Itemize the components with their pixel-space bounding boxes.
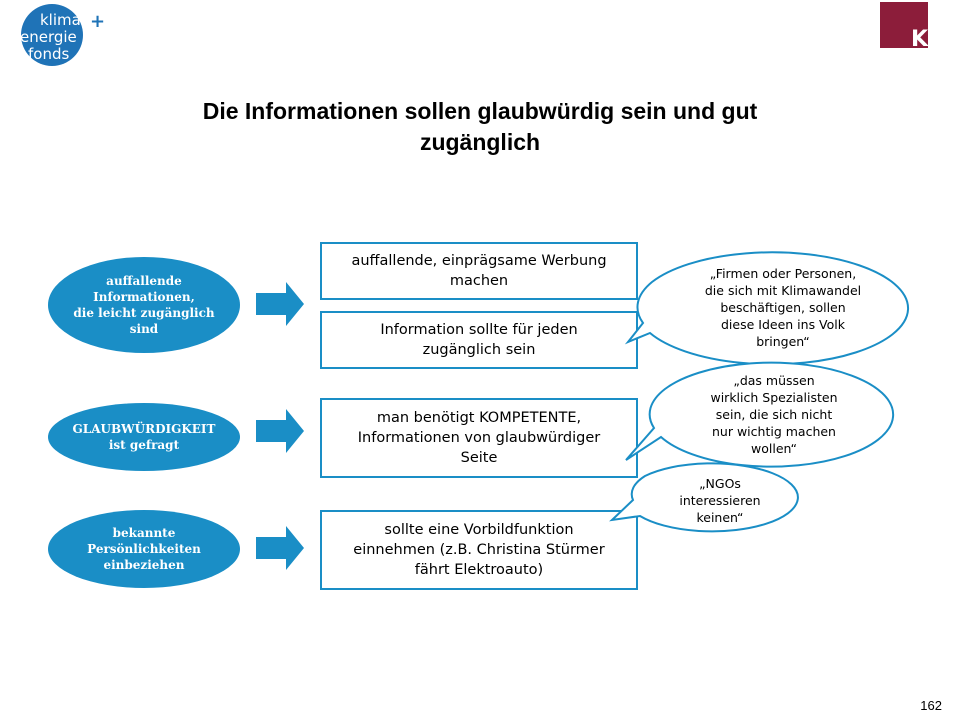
quote-specialists: „das müssen wirklich Spezialisten sein, … bbox=[710, 373, 838, 456]
logo-line-energie: energie bbox=[20, 28, 77, 46]
page-number: 162 bbox=[920, 698, 942, 713]
page-title: Die Informationen sollen glaubwürdig sei… bbox=[110, 96, 850, 158]
arrow-right-icon bbox=[256, 282, 304, 326]
statement-box-advertising: auffallende, einprägsame Werbung machen bbox=[320, 242, 638, 300]
arrow-right-icon bbox=[256, 526, 304, 570]
klima-energie-fonds-logo: klima energie fonds + bbox=[20, 4, 105, 66]
statement-box-competence: man benötigt KOMPETENTE, Informationen v… bbox=[320, 398, 638, 478]
title-line-1: Die Informationen sollen glaubwürdig sei… bbox=[202, 98, 758, 124]
k-logo-letter: K bbox=[911, 27, 928, 48]
logo-line-fonds: fonds bbox=[28, 45, 69, 63]
k-logo: K bbox=[880, 2, 928, 48]
arrow-right-icon bbox=[256, 409, 304, 453]
statement-box-role-model: sollte eine Vorbildfunktion einnehmen (z… bbox=[320, 510, 638, 590]
quote-firms-persons: „Firmen oder Personen, die sich mit Klim… bbox=[704, 266, 862, 349]
category-ellipse-accessible-info: auffallende Informationen, die leicht zu… bbox=[48, 257, 240, 353]
title-line-2: zugänglich bbox=[419, 129, 541, 155]
statement-box-accessibility: Information sollte für jeden zugänglich … bbox=[320, 311, 638, 369]
category-ellipse-celebrities: bekannte Persönlichkeiten einbeziehen bbox=[48, 510, 240, 588]
logo-line-klima: klima bbox=[40, 11, 81, 29]
quote-ngos: „NGOs interessieren keinen“ bbox=[679, 476, 761, 525]
logo-plus: + bbox=[90, 11, 105, 32]
category-ellipse-credibility: GLAUBWÜRDIGKEIT ist gefragt bbox=[48, 403, 240, 471]
